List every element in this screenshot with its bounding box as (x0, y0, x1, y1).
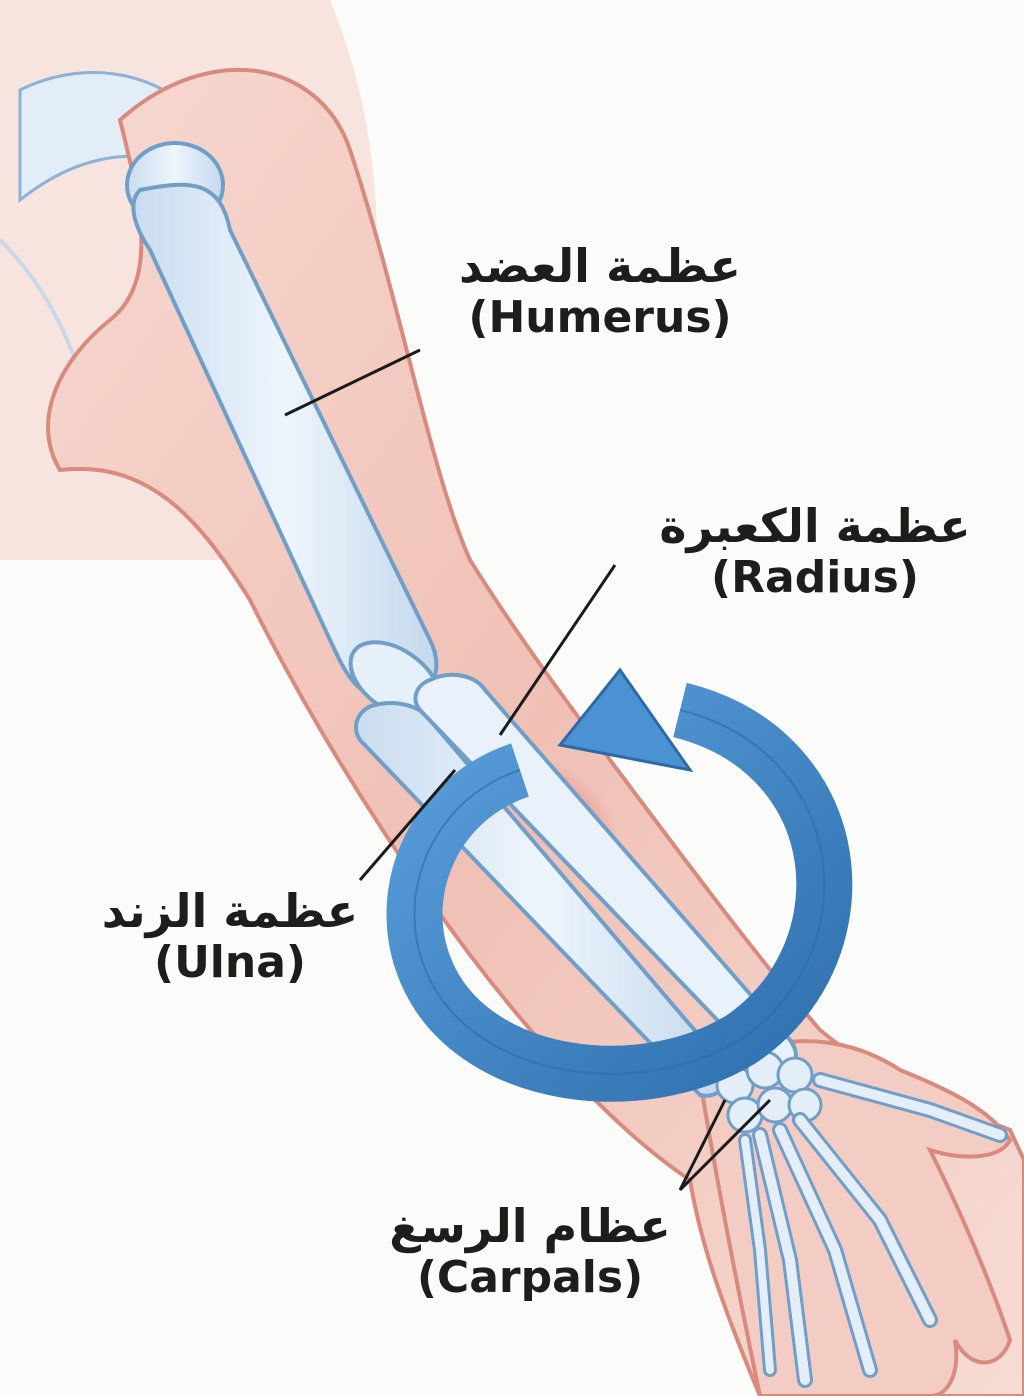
humerus-label-english: (Humerus) (430, 293, 770, 344)
radius-label-arabic: عظمة الكعبرة (630, 500, 1000, 553)
humerus-label-arabic: عظمة العضد (430, 240, 770, 293)
carpals-label-english: (Carpals) (370, 1253, 690, 1304)
ulna-label-arabic: عظمة الزند (80, 885, 380, 938)
ulna-label-english: (Ulna) (80, 938, 380, 989)
ulna-label: عظمة الزند (Ulna) (80, 885, 380, 988)
carpals-label: عظام الرسغ (Carpals) (370, 1200, 690, 1303)
radius-label-english: (Radius) (630, 553, 1000, 604)
humerus-label: عظمة العضد (Humerus) (430, 240, 770, 343)
radius-label: عظمة الكعبرة (Radius) (630, 500, 1000, 603)
carpals-label-arabic: عظام الرسغ (370, 1200, 690, 1253)
